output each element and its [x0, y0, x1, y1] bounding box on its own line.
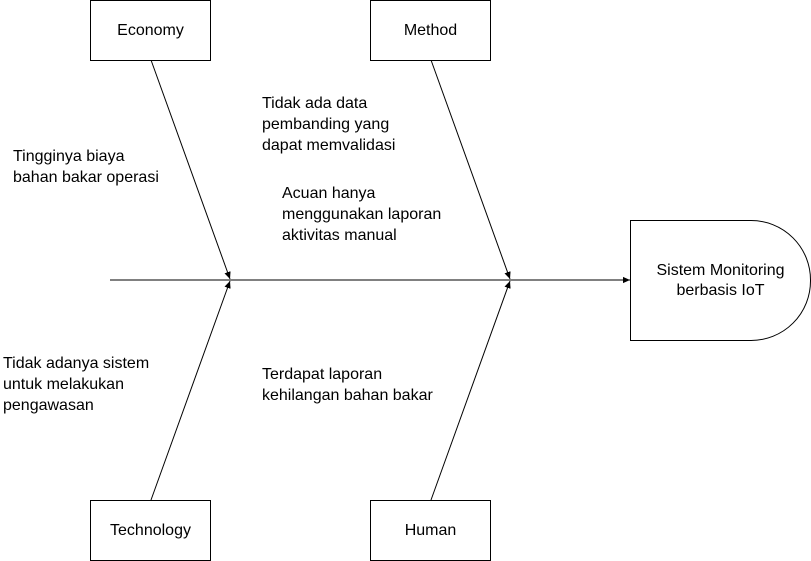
technology-category-box: Technology [90, 500, 211, 561]
effect-label: Sistem Monitoring berbasis IoT [656, 261, 785, 299]
economy-category-label: Economy [117, 21, 184, 39]
economy-bone-arrow [150, 59, 231, 280]
method-cause-text-2: Acuan hanya menggunakan laporan aktivita… [282, 185, 442, 244]
human-cause-text: Terdapat laporan kehilangan bahan bakar [262, 366, 433, 404]
economy-category-box: Economy [90, 0, 211, 61]
human-category-box: Human [370, 500, 491, 561]
technology-bone-arrow [150, 280, 231, 501]
method-category-label: Method [403, 21, 458, 39]
method-cause-text-1: Tidak ada data pembanding yang dapat mem… [262, 95, 396, 154]
method-bone-arrow [430, 59, 511, 280]
effect-box: Sistem Monitoring berbasis IoT [630, 220, 811, 341]
method-category-box: Method [370, 0, 491, 61]
economy-cause-text: Tingginya biaya bahan bakar operasi [13, 148, 159, 186]
technology-category-label: Technology [110, 521, 191, 539]
human-category-label: Human [404, 521, 457, 539]
technology-cause-text: Tidak adanya sistem untuk melakukan peng… [3, 355, 150, 414]
human-bone-arrow [430, 280, 511, 501]
